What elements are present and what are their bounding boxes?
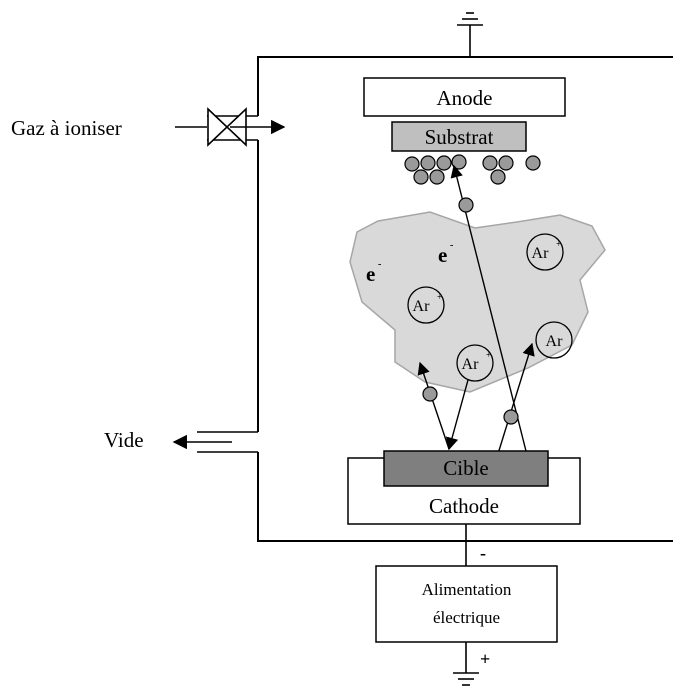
sputtered-atom-path bbox=[417, 361, 450, 450]
vacuum-chamber bbox=[257, 56, 673, 542]
svg-text:+: + bbox=[437, 292, 443, 303]
gas-inlet-label: Gaz à ioniser bbox=[11, 116, 122, 140]
svg-text:-: - bbox=[378, 259, 381, 270]
anode-label: Anode bbox=[437, 86, 493, 110]
ground-symbol-top bbox=[457, 12, 483, 57]
ground-symbol-bottom bbox=[453, 672, 479, 686]
svg-text:e: e bbox=[438, 243, 447, 267]
plus-sign: + bbox=[480, 649, 490, 669]
argon-ion-1: Ar + bbox=[526, 233, 564, 271]
target-label: Cible bbox=[443, 456, 489, 480]
deposited-atoms bbox=[404, 154, 541, 185]
substrate-rect bbox=[391, 121, 527, 152]
cathode-label: Cathode bbox=[429, 494, 499, 518]
electron-1: e - bbox=[438, 240, 453, 267]
vacuum-label: Vide bbox=[104, 428, 144, 452]
trajectories bbox=[417, 164, 535, 458]
power-supply-label-1: Alimentation bbox=[422, 580, 512, 599]
svg-text:+: + bbox=[486, 350, 492, 361]
svg-text:+: + bbox=[556, 239, 562, 250]
sputtered-atom-to-substrate-path bbox=[450, 164, 528, 456]
argon-ion-2: Ar + bbox=[407, 286, 445, 324]
ion-impact-path bbox=[445, 379, 469, 451]
target: Cible bbox=[383, 450, 549, 487]
minus-sign: - bbox=[480, 543, 486, 563]
electron-2: e - bbox=[366, 259, 381, 286]
svg-text:Ar: Ar bbox=[546, 333, 564, 350]
plasma-cloud bbox=[349, 211, 606, 393]
atoms-in-flight bbox=[422, 197, 519, 425]
svg-text:-: - bbox=[450, 240, 453, 251]
svg-text:e: e bbox=[366, 262, 375, 286]
svg-text:Ar: Ar bbox=[413, 298, 431, 315]
power-supply-label-2: électrique bbox=[433, 608, 500, 627]
gas-inlet: Gaz à ioniser bbox=[11, 107, 286, 147]
power-supply: Alimentation électrique bbox=[375, 565, 558, 643]
svg-text:Ar: Ar bbox=[462, 356, 480, 373]
anode: Anode bbox=[363, 77, 566, 117]
gas-valve-icon bbox=[207, 107, 247, 147]
substrate-label: Substrat bbox=[425, 125, 494, 149]
atom-from-target-path bbox=[496, 342, 535, 458]
vacuum-outlet: Vide bbox=[104, 428, 258, 453]
argon-neutral: Ar bbox=[535, 321, 573, 359]
substrate: Substrat bbox=[391, 121, 527, 152]
svg-text:Ar: Ar bbox=[532, 245, 550, 262]
argon-ion-3: Ar + bbox=[456, 344, 494, 382]
